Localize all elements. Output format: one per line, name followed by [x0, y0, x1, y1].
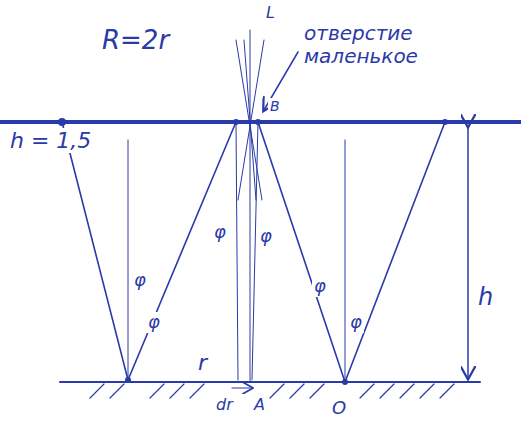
point-label: B	[268, 98, 282, 114]
left-rays	[62, 122, 238, 380]
dimension-label: dr	[214, 396, 235, 414]
angle-label: φ	[212, 222, 228, 243]
dr-mark	[232, 387, 252, 388]
point-label: A	[252, 396, 267, 414]
right-rays	[252, 122, 445, 382]
note-text: отверстие маленькое	[302, 22, 506, 68]
angle-label: φ	[348, 312, 364, 333]
angle-label: φ	[132, 270, 148, 291]
dimension-label: h = 1,5	[8, 128, 93, 153]
ground-line	[60, 381, 480, 383]
dimension-label: R=2r	[100, 26, 171, 56]
plate-dots	[58, 118, 448, 385]
angle-label: φ	[258, 226, 274, 247]
dimension-label: h	[476, 284, 495, 312]
ground-hatch	[90, 384, 454, 398]
angle-label: φ	[312, 276, 328, 297]
hole-rays	[236, 30, 264, 382]
angle-label: φ	[146, 312, 162, 333]
top-plate	[0, 120, 521, 124]
point-label: O	[330, 398, 348, 419]
dimension-label: r	[196, 350, 209, 375]
height-dimension	[467, 126, 469, 378]
point-label: L	[264, 4, 277, 22]
